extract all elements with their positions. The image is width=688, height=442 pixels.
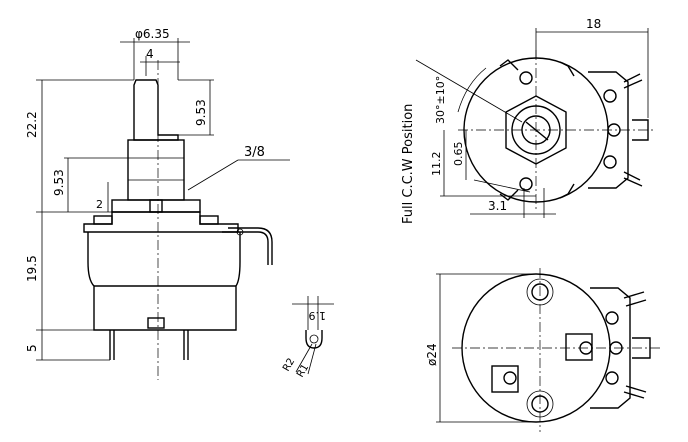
- terminal-length-label: 5: [25, 344, 39, 352]
- side-terminal: [222, 231, 269, 265]
- bushing-length-label: 9.53: [52, 169, 66, 196]
- front-view: 18 30°±10° 11.2 0.65 3.1 Full C.C.W Posi…: [401, 17, 656, 224]
- shaft: [133, 79, 179, 141]
- top-height-2-label: 0.65: [452, 142, 465, 167]
- terminal-radius-2-label: R2: [281, 356, 297, 373]
- body-diameter-label: ø24: [425, 343, 439, 366]
- rotation-position-label: Full C.C.W Position: [401, 104, 416, 224]
- washer-label: 2: [96, 198, 103, 211]
- body-height-label: 19.5: [25, 255, 39, 282]
- total-height-label: 22.2: [25, 111, 39, 138]
- rotation-angle-label: 30°±10°: [434, 76, 447, 124]
- washer: [111, 199, 201, 213]
- rear-view: ø24: [425, 268, 660, 432]
- shaft-flat-length-label: 9.53: [194, 99, 208, 126]
- body: [87, 232, 241, 331]
- shaft-diameter-label: φ6.35: [135, 27, 170, 41]
- bushing: [127, 139, 185, 201]
- top-offset-label: 3.1: [488, 199, 507, 213]
- terminal-radius-1-label: R1: [295, 362, 311, 379]
- side-view: φ6.35 4 9.53 22.2 9.53 2 19.5 5 3/8: [25, 27, 290, 380]
- top-height-1-label: 11.2: [430, 152, 443, 177]
- thread-label: 3/8: [244, 145, 265, 160]
- shaft-flat-label: 4: [146, 47, 154, 61]
- thread-leader: [187, 159, 239, 191]
- terminal-hole-width-label: 1.9: [309, 309, 327, 322]
- terminal-detail: 1.9 R2 R1: [281, 296, 334, 380]
- top-width-label: 18: [586, 17, 601, 31]
- mounting-plate: [83, 211, 239, 233]
